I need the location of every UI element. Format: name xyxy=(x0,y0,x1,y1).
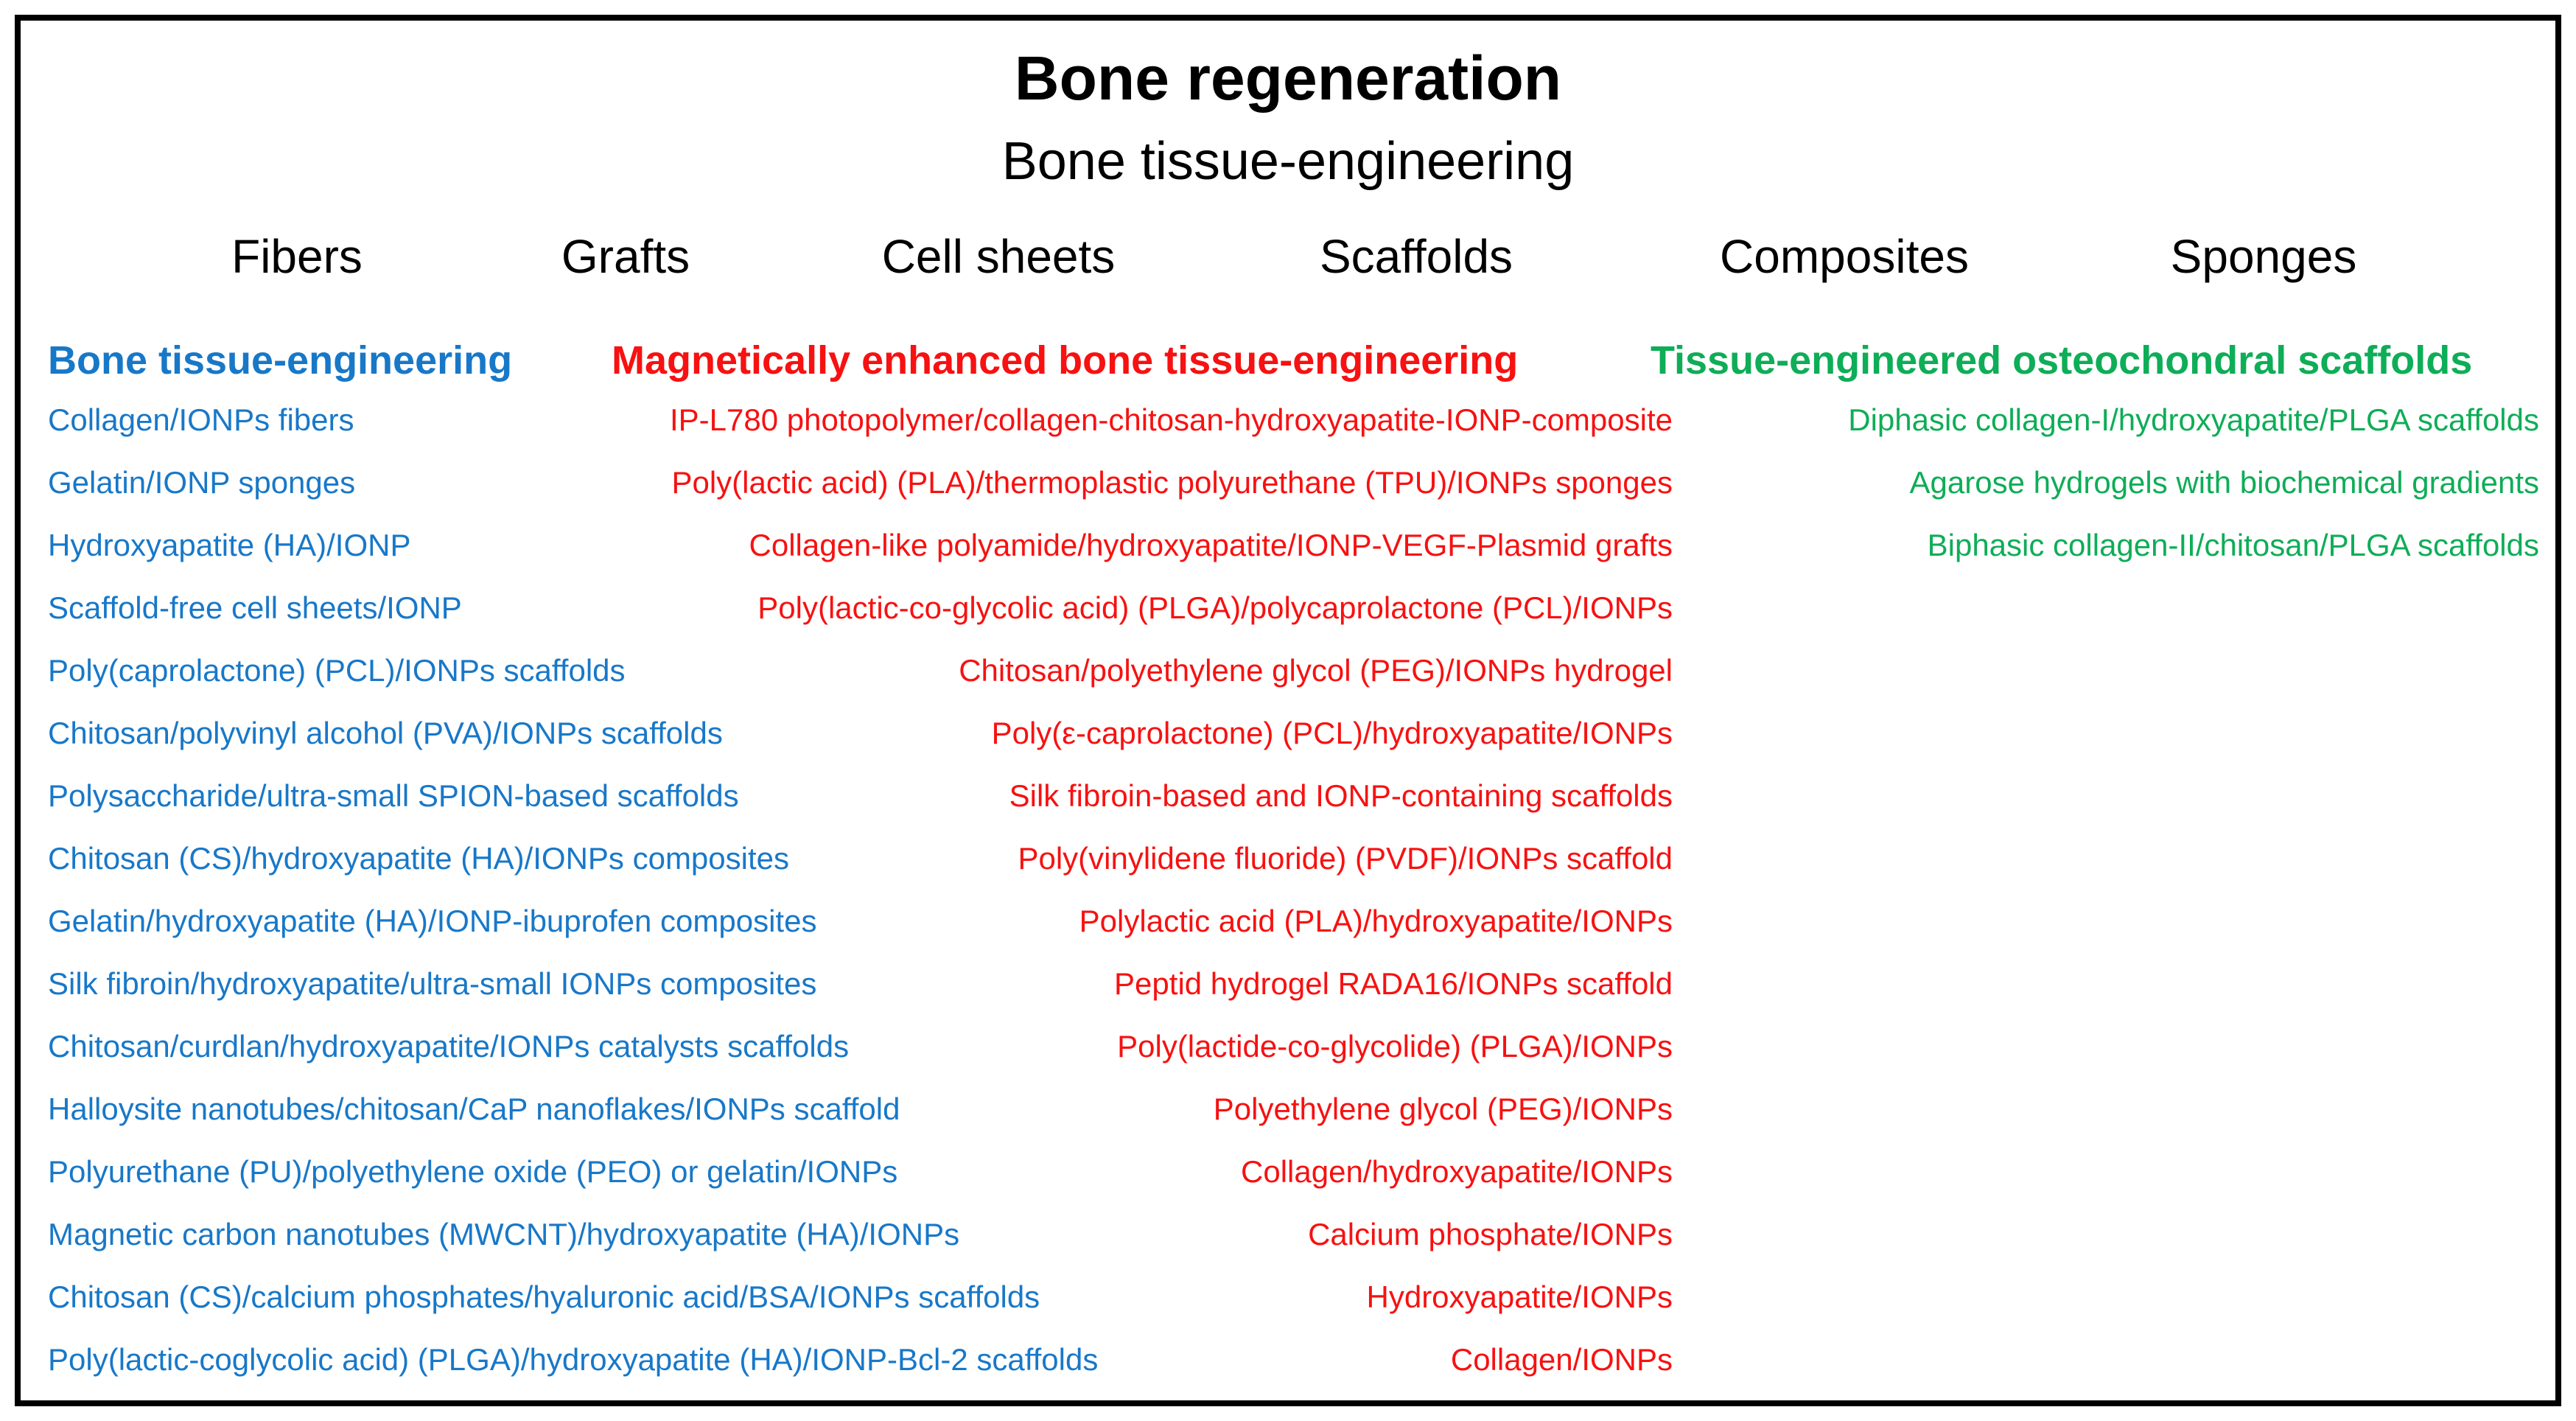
list-item-magnetically-enhanced: Collagen-like polyamide/hydroxyapatite/I… xyxy=(749,528,1673,562)
column-list-magnetically-enhanced: IP-L780 photopolymer/collagen-chitosan-h… xyxy=(670,388,1673,1391)
list-item-magnetically-enhanced: Poly(lactide-co-glycolide) (PLGA)/IONPs xyxy=(1117,1029,1673,1064)
list-item-bone-tissue-engineering: Polysaccharide/ultra-small SPION-based s… xyxy=(48,778,739,813)
list-item-bone-tissue-engineering: Silk fibroin/hydroxyapatite/ultra-small … xyxy=(48,966,817,1001)
figure-subtitle: Bone tissue-engineering xyxy=(1001,132,1575,191)
list-item-bone-tissue-engineering: Chitosan/polyvinyl alcohol (PVA)/IONPs s… xyxy=(48,716,723,750)
list-item-osteochondral-scaffolds: Biphasic collagen-II/chitosan/PLGA scaff… xyxy=(1927,528,2539,562)
list-item-osteochondral-scaffolds: Diphasic collagen-I/hydroxyapatite/PLGA … xyxy=(1848,402,2539,437)
list-item-bone-tissue-engineering: Chitosan (CS)/calcium phosphates/hyaluro… xyxy=(48,1279,1040,1314)
column-header-osteochondral-scaffolds: Tissue-engineered osteochondral scaffold… xyxy=(1651,338,2473,383)
figure-title: Bone regeneration xyxy=(1014,43,1562,113)
list-item-bone-tissue-engineering: Poly(lactic-coglycolic acid) (PLGA)/hydr… xyxy=(48,1342,1099,1377)
list-item-magnetically-enhanced: IP-L780 photopolymer/collagen-chitosan-h… xyxy=(669,402,1673,437)
list-item-bone-tissue-engineering: Magnetic carbon nanotubes (MWCNT)/hydrox… xyxy=(48,1217,960,1251)
list-item-magnetically-enhanced: Poly(ε-caprolactone) (PCL)/hydroxyapatit… xyxy=(991,716,1673,750)
list-item-magnetically-enhanced: Calcium phosphate/IONPs xyxy=(1308,1217,1673,1251)
list-item-magnetically-enhanced: Polylactic acid (PLA)/hydroxyapatite/ION… xyxy=(1079,904,1673,938)
list-item-osteochondral-scaffolds: Agarose hydrogels with biochemical gradi… xyxy=(1909,465,2539,500)
list-item-bone-tissue-engineering: Gelatin/hydroxyapatite (HA)/IONP-ibuprof… xyxy=(48,904,817,938)
category-label: Composites xyxy=(1720,230,1969,283)
column-header-magnetically-enhanced: Magnetically enhanced bone tissue-engine… xyxy=(612,338,1519,383)
list-item-bone-tissue-engineering: Polyurethane (PU)/polyethylene oxide (PE… xyxy=(48,1154,898,1189)
list-item-magnetically-enhanced: Collagen/hydroxyapatite/IONPs xyxy=(1241,1154,1673,1189)
category-label: Fibers xyxy=(231,230,363,283)
category-row: Fibers Grafts Cell sheets Scaffolds Composit… xyxy=(0,229,2576,283)
list-item-bone-tissue-engineering: Hydroxyapatite (HA)/IONP xyxy=(48,528,411,562)
list-item-bone-tissue-engineering: Gelatin/IONP sponges xyxy=(48,465,356,500)
figure-border xyxy=(15,15,2561,1406)
list-item-bone-tissue-engineering: Collagen/IONPs fibers xyxy=(48,402,354,437)
list-item-magnetically-enhanced: Poly(vinylidene fluoride) (PVDF)/IONPs s… xyxy=(1018,841,1673,876)
list-item-magnetically-enhanced: Polyethylene glycol (PEG)/IONPs xyxy=(1213,1092,1673,1126)
list-item-bone-tissue-engineering: Scaffold-free cell sheets/IONP xyxy=(48,590,462,625)
category-label: Sponges xyxy=(2170,230,2357,283)
category-label: Cell sheets xyxy=(881,230,1116,283)
list-item-magnetically-enhanced: Chitosan/polyethylene glycol (PEG)/IONPs… xyxy=(959,653,1673,688)
category-label: Scaffolds xyxy=(1319,230,1513,283)
list-item-magnetically-enhanced: Collagen/IONPs xyxy=(1450,1342,1673,1377)
list-item-bone-tissue-engineering: Halloysite nanotubes/chitosan/CaP nanofl… xyxy=(48,1092,900,1126)
column-list-osteochondral-scaffolds: Diphasic collagen-I/hydroxyapatite/PLGA … xyxy=(1848,388,2539,576)
list-item-bone-tissue-engineering: Poly(caprolactone) (PCL)/IONPs scaffolds xyxy=(48,653,626,688)
list-item-bone-tissue-engineering: Chitosan (CS)/hydroxyapatite (HA)/IONPs … xyxy=(48,841,790,876)
list-item-magnetically-enhanced: Poly(lactic-co-glycolic acid) (PLGA)/pol… xyxy=(757,590,1673,625)
list-item-magnetically-enhanced: Poly(lactic acid) (PLA)/thermoplastic po… xyxy=(671,465,1673,500)
list-item-magnetically-enhanced: Hydroxyapatite/IONPs xyxy=(1366,1279,1673,1314)
list-item-bone-tissue-engineering: Chitosan/curdlan/hydroxyapatite/IONPs ca… xyxy=(48,1029,850,1064)
list-item-magnetically-enhanced: Peptid hydrogel RADA16/IONPs scaffold xyxy=(1114,966,1673,1001)
list-item-magnetically-enhanced: Silk fibroin-based and IONP-containing s… xyxy=(1009,778,1673,813)
category-label: Grafts xyxy=(561,230,690,283)
column-header-bone-tissue-engineering: Bone tissue-engineering xyxy=(48,338,513,383)
